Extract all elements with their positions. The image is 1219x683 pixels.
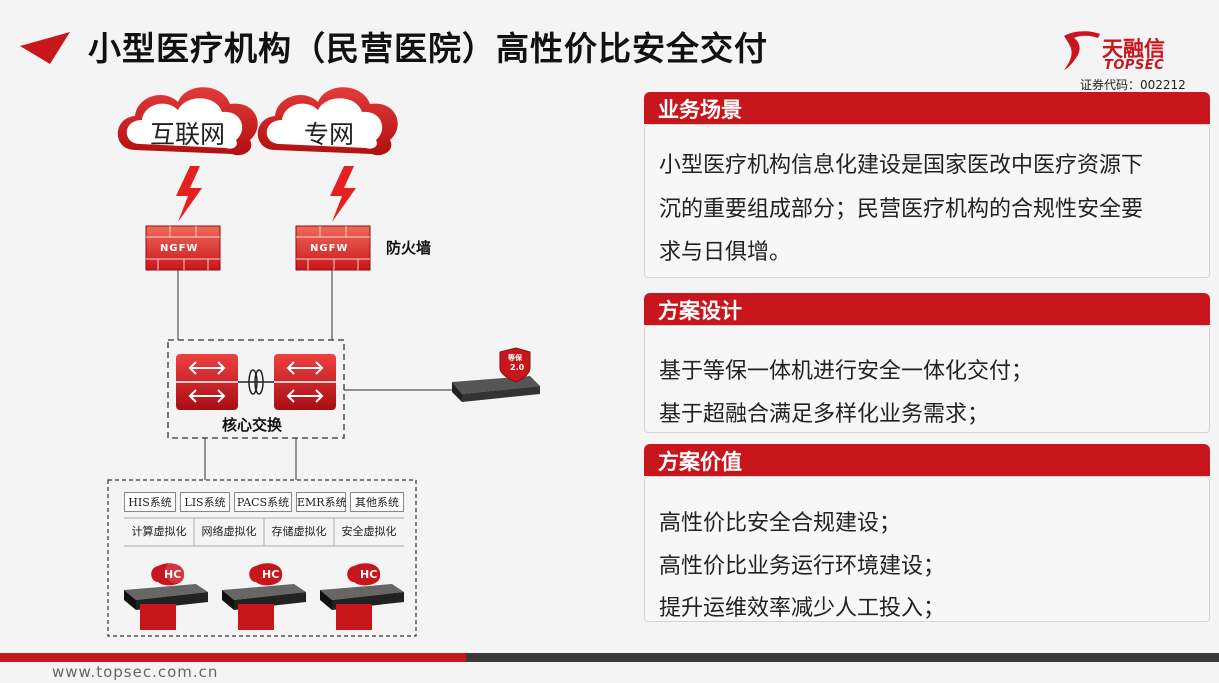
section-business-scenario-heading: 业务场景 bbox=[644, 92, 1210, 124]
section-line: 沉的重要组成部分；民营医疗机构的合规性安全要 bbox=[659, 197, 1144, 222]
switch-link-icon bbox=[238, 369, 274, 395]
title-arrow-icon bbox=[20, 32, 70, 64]
logo-name: 天融信 bbox=[1102, 37, 1165, 61]
section-line: 求与日俱增。 bbox=[659, 240, 792, 265]
internet-cloud-icon bbox=[117, 87, 258, 156]
core-switch-icon bbox=[274, 354, 336, 410]
hyperconverged-server-icon bbox=[222, 563, 306, 630]
system-lis: LIS系统 bbox=[180, 492, 230, 512]
firewall-label: 防火墙 bbox=[386, 239, 432, 257]
hc-badge: HC bbox=[360, 568, 378, 581]
firewall-icon bbox=[145, 225, 221, 271]
section-solution-design-heading: 方案设计 bbox=[644, 293, 1210, 325]
system-his: HIS系统 bbox=[124, 492, 176, 512]
core-switch-label: 核心交换 bbox=[222, 416, 283, 434]
topsec-logo-icon bbox=[1064, 31, 1100, 70]
firewall-badge: NGFW bbox=[310, 243, 349, 254]
section-heading-text: 方案设计 bbox=[658, 299, 742, 323]
section-line: 高性价比业务运行环境建设； bbox=[659, 554, 946, 579]
system-emr: EMR系统 bbox=[296, 492, 347, 512]
section-solution-value-body: 高性价比安全合规建设； 高性价比业务运行环境建设； 提升运维效率减少人工投入； bbox=[644, 476, 1210, 622]
network-diagram bbox=[107, 87, 540, 637]
lightning-icon bbox=[176, 166, 202, 222]
section-line: 基于等保一体机进行安全一体化交付； bbox=[659, 359, 1034, 384]
firewall-badge: NGFW bbox=[160, 243, 199, 254]
private-network-cloud-label: 专网 bbox=[304, 120, 355, 149]
logo-sub: TOPSEC bbox=[1104, 58, 1165, 73]
section-solution-value-heading: 方案价值 bbox=[644, 444, 1210, 476]
section-business-scenario-body: 小型医疗机构信息化建设是国家医改中医疗资源下 沉的重要组成部分；民营医疗机构的合… bbox=[644, 124, 1210, 278]
footer-url: www.topsec.com.cn bbox=[52, 663, 219, 681]
system-frame bbox=[107, 479, 417, 637]
core-switch-frame bbox=[167, 339, 345, 439]
footer-bar-red bbox=[0, 653, 466, 662]
section-heading-text: 方案价值 bbox=[658, 450, 742, 474]
section-line: 基于超融合满足多样化业务需求； bbox=[659, 402, 990, 427]
footer-bar-dark bbox=[466, 653, 1219, 662]
compliance-badge-line2: 2.0 bbox=[510, 363, 525, 372]
section-line: 提升运维效率减少人工投入； bbox=[659, 596, 946, 621]
stock-code: 证券代码：002212 bbox=[1080, 78, 1186, 92]
compliance-appliance-icon bbox=[452, 347, 540, 402]
lightning-icon bbox=[330, 166, 356, 222]
section-heading-text: 业务场景 bbox=[658, 98, 742, 122]
hyperconverged-server-icon bbox=[320, 563, 404, 630]
system-pacs: PACS系统 bbox=[234, 492, 292, 512]
virtualization-network: 网络虚拟化 bbox=[201, 525, 257, 538]
system-other: 其他系统 bbox=[350, 492, 404, 512]
core-switch-icon bbox=[176, 354, 238, 410]
internet-cloud-label: 互联网 bbox=[150, 120, 226, 149]
section-line: 小型医疗机构信息化建设是国家医改中医疗资源下 bbox=[659, 153, 1144, 178]
private-network-cloud-icon bbox=[257, 87, 398, 156]
compliance-badge-line1: 等保 bbox=[508, 354, 522, 362]
firewall-icon bbox=[295, 225, 371, 271]
section-line: 高性价比安全合规建设； bbox=[659, 511, 902, 536]
virtualization-security: 安全虚拟化 bbox=[341, 525, 397, 538]
page-title: 小型医疗机构（民营医院）高性价比安全交付 bbox=[88, 29, 768, 68]
hc-badge: HC bbox=[164, 568, 182, 581]
hyperconverged-server-icon bbox=[124, 561, 208, 630]
connection-lines bbox=[177, 270, 452, 480]
virtualization-compute: 计算虚拟化 bbox=[131, 525, 187, 538]
virtualization-storage: 存储虚拟化 bbox=[271, 525, 327, 538]
hc-badge: HC bbox=[262, 568, 280, 581]
section-solution-design-body: 基于等保一体机进行安全一体化交付； 基于超融合满足多样化业务需求； bbox=[644, 325, 1210, 433]
